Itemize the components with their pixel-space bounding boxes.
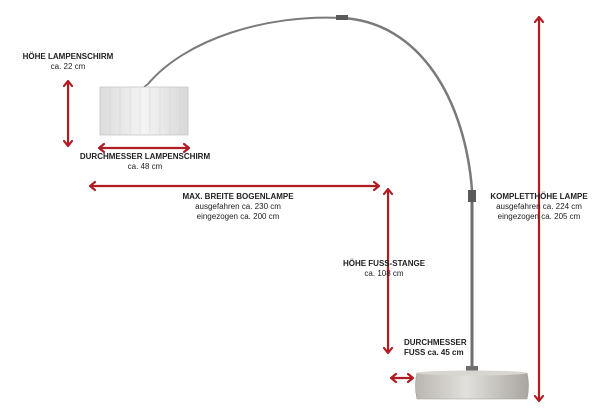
shade-height-title: HÖHE LAMPENSCHIRM bbox=[22, 52, 114, 61]
shade-height-label: HÖHE LAMPENSCHIRM ca. 22 cm bbox=[18, 52, 118, 72]
pole-joint bbox=[468, 190, 476, 202]
foot-diameter-value: FUSS ca. 45 cm bbox=[404, 348, 464, 357]
shade-diameter-value: ca. 48 cm bbox=[127, 162, 163, 171]
dimension-arrows bbox=[62, 15, 545, 403]
lamp-shade bbox=[99, 86, 189, 136]
foot-diameter-arrow bbox=[389, 372, 415, 384]
marble-base bbox=[415, 366, 529, 400]
foot-pole-height-title: HÖHE FUSS-STANGE bbox=[342, 259, 426, 268]
shade-hanger bbox=[143, 83, 149, 88]
total-height-label: KOMPLETTHÖHE LAMPE ausgefahren ca. 224 c… bbox=[483, 192, 595, 222]
arc-joint bbox=[336, 15, 348, 20]
foot-diameter-title: DURCHMESSER bbox=[404, 338, 467, 347]
foot-diameter-label: DURCHMESSER FUSS ca. 45 cm bbox=[404, 338, 484, 358]
max-width-label: MAX. BREITE BOGENLAMPE ausgefahren ca. 2… bbox=[168, 192, 308, 222]
max-width-title: MAX. BREITE BOGENLAMPE bbox=[182, 192, 294, 201]
foot-pole-height-value: ca. 108 cm bbox=[364, 269, 404, 278]
lamp-arc bbox=[147, 16, 343, 85]
shade-diameter-label: DURCHMESSER LAMPENSCHIRM ca. 48 cm bbox=[70, 152, 220, 172]
shade-diameter-title: DURCHMESSER LAMPENSCHIRM bbox=[79, 152, 211, 161]
foot-pole-height-label: HÖHE FUSS-STANGE ca. 108 cm bbox=[334, 259, 434, 279]
shade-diameter-arrow bbox=[97, 142, 191, 154]
shade-height-value: ca. 22 cm bbox=[50, 62, 86, 71]
max-width-arrow bbox=[88, 180, 381, 192]
foot-pole-height-arrow bbox=[382, 187, 394, 355]
total-height-title: KOMPLETTHÖHE LAMPE bbox=[490, 192, 588, 201]
shade-height-arrow bbox=[62, 79, 74, 148]
max-width-retracted: eingezogen ca. 200 cm bbox=[196, 212, 280, 221]
total-height-arrow bbox=[533, 15, 545, 403]
total-height-extended: ausgefahren ca. 224 cm bbox=[496, 202, 582, 211]
lamp-arc-upper bbox=[341, 16, 474, 191]
max-width-extended: ausgefahren ca. 230 cm bbox=[195, 202, 281, 211]
total-height-retracted: eingezogen ca. 205 cm bbox=[497, 212, 581, 221]
